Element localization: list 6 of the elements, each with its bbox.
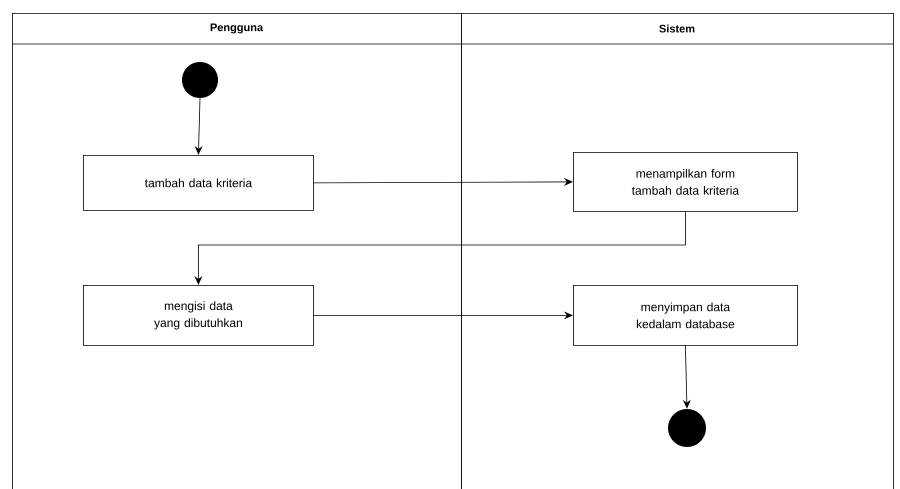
- activity-box: menampilkan form tambah data kriteria: [573, 152, 798, 212]
- activity-box: tambah data kriteria: [83, 155, 314, 211]
- circle: [182, 62, 218, 98]
- circle: [668, 409, 706, 447]
- activity-box: mengisi data yang dibutuhkan: [83, 285, 314, 346]
- activity-box: menyimpan data kedalam database: [573, 285, 798, 346]
